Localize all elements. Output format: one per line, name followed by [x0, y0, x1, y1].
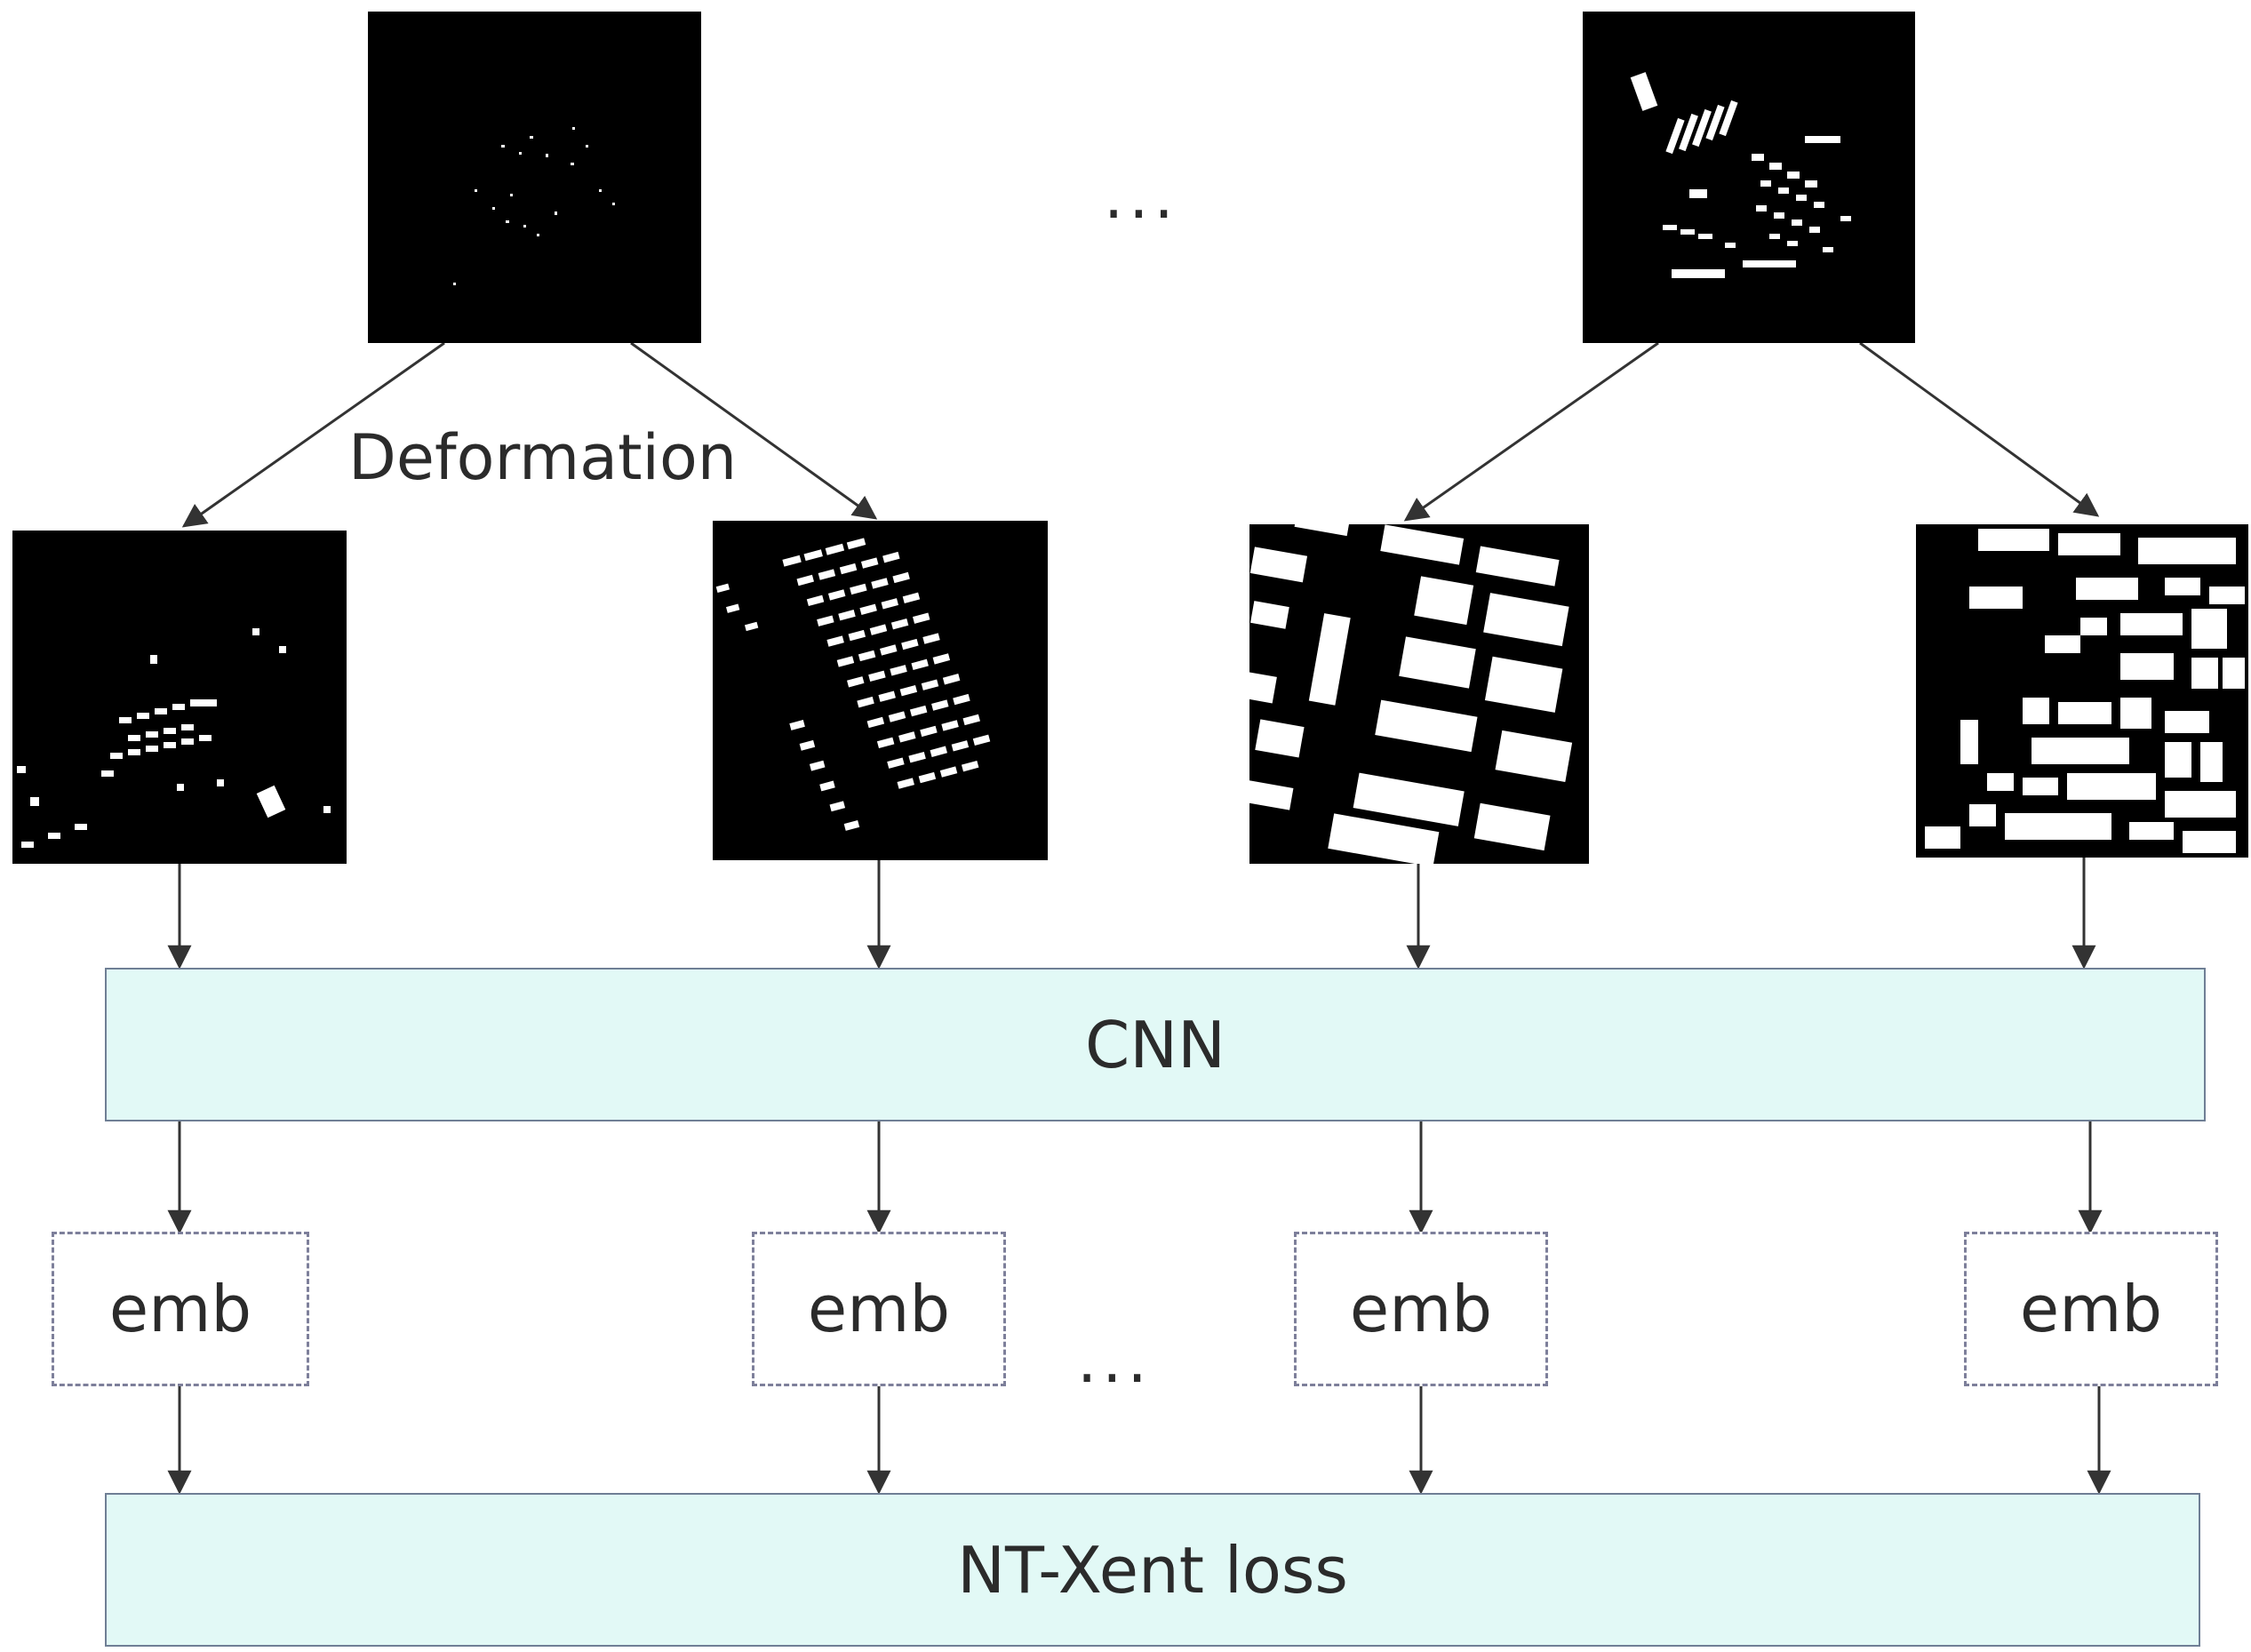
deformation-label: Deformation — [348, 421, 738, 494]
arrow-orig2-to-aug2b — [1859, 341, 2100, 517]
embedding-box-4: emb — [1964, 1232, 2218, 1386]
augmented-image-2b — [1916, 524, 2248, 858]
embedding-box-2: emb — [752, 1232, 1006, 1386]
nt-xent-loss-block: NT-Xent loss — [105, 1493, 2200, 1647]
augmented-image-2a — [1249, 524, 1589, 864]
ellipsis-middle: ... — [1077, 1324, 1153, 1397]
augmented-image-1b — [713, 521, 1048, 860]
ellipsis-top: ... — [1104, 160, 1179, 233]
cnn-block: CNN — [105, 968, 2206, 1121]
arrow-orig1-to-aug1b — [630, 341, 878, 520]
embedding-box-1: emb — [52, 1232, 309, 1386]
original-image-1 — [368, 12, 701, 343]
augmented-image-1a — [12, 531, 347, 864]
arrow-orig2-to-aug2a — [1403, 341, 1659, 522]
arrow-orig1-to-aug1a — [181, 341, 445, 528]
embedding-box-3: emb — [1294, 1232, 1548, 1386]
original-image-2 — [1583, 12, 1915, 343]
